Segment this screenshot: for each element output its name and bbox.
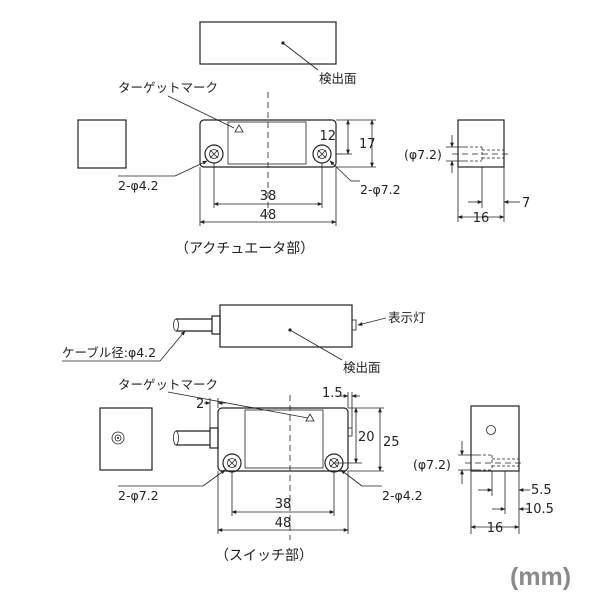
switch-side-phi-label: (φ7.2) xyxy=(413,457,451,472)
switch-dim-10-5: 10.5 xyxy=(525,502,554,517)
actuator-hole-large-label: 2-φ7.2 xyxy=(360,182,401,197)
actuator-front-view xyxy=(199,92,337,215)
switch-side-view xyxy=(465,405,525,472)
actuator-dim-17: 17 xyxy=(359,137,376,152)
actuator-target-mark-label: ターゲットマーク xyxy=(118,80,218,95)
actuator-side-view xyxy=(452,119,510,168)
switch-target-mark-label: ターゲットマーク xyxy=(118,377,218,392)
switch-hole-small-label: 2-φ4.2 xyxy=(382,488,423,503)
switch-hole-large-label: 2-φ7.2 xyxy=(118,488,159,503)
actuator-end-view xyxy=(77,119,127,169)
unit-label: (mm) xyxy=(510,563,571,591)
switch-top-view xyxy=(173,304,387,361)
actuator-caption: （アクチュエータ部） xyxy=(175,241,314,257)
switch-dim-20: 20 xyxy=(358,430,375,445)
switch-dim-16: 16 xyxy=(487,521,504,536)
actuator-side-phi-label: (φ7.2) xyxy=(404,147,442,162)
actuator-dim-38: 38 xyxy=(260,189,277,204)
actuator-top-view xyxy=(199,21,337,71)
switch-dim-48: 48 xyxy=(275,516,292,531)
switch-end-view xyxy=(99,407,153,471)
actuator-hole-small-label: 2-φ4.2 xyxy=(118,178,159,193)
switch-indicator-label: 表示灯 xyxy=(388,310,426,325)
switch-detection-face-label: 検出面 xyxy=(343,360,381,375)
switch-dim-38: 38 xyxy=(275,497,292,512)
switch-dim-5-5: 5.5 xyxy=(531,483,552,498)
actuator-dim-48: 48 xyxy=(260,208,277,223)
switch-cable-label: ケーブル径:φ4.2 xyxy=(62,345,156,360)
switch-caption: （スイッチ部） xyxy=(215,548,313,564)
switch-dim-2: 2 xyxy=(196,397,204,412)
switch-dim-25: 25 xyxy=(383,435,400,450)
switch-front-view xyxy=(173,395,353,540)
actuator-dim-7: 7 xyxy=(522,196,530,211)
switch-dim-1-5: 1.5 xyxy=(322,386,343,401)
actuator-detection-face-label: 検出面 xyxy=(319,71,357,86)
actuator-dim-16: 16 xyxy=(473,211,490,226)
actuator-dim-12: 12 xyxy=(319,129,336,144)
